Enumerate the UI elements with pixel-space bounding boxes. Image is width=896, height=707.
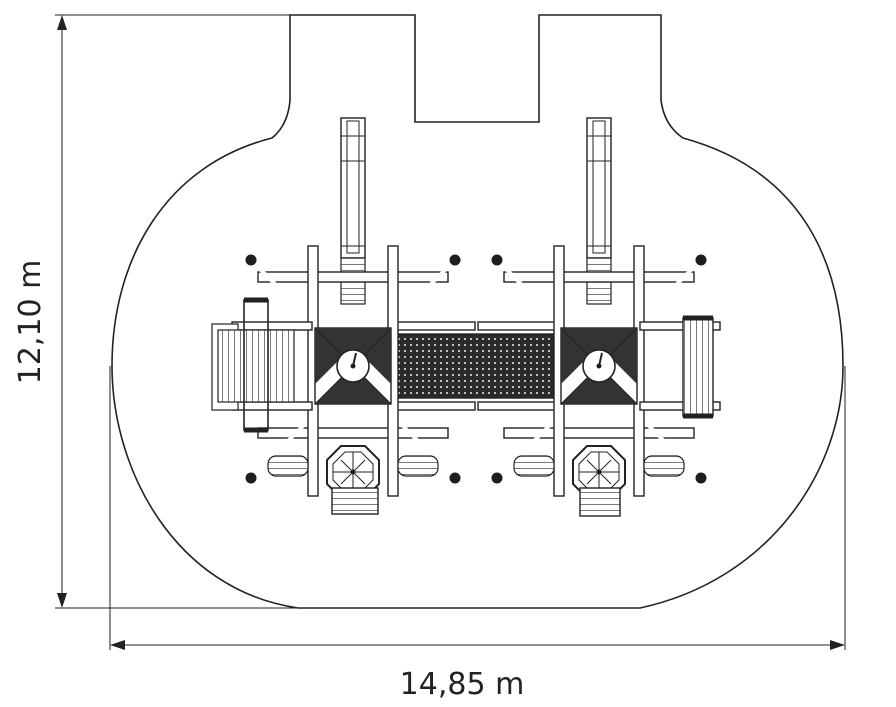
right-climbing-ladder	[639, 315, 721, 419]
left-bottom-steps	[331, 487, 379, 515]
width-label: 14,85 m	[400, 667, 525, 702]
right-bottom-steps	[579, 487, 621, 517]
width-dimension	[109, 366, 846, 650]
height-label: 12,10 m	[13, 260, 48, 385]
left-climbing-net	[211, 297, 313, 433]
height-dimension	[55, 14, 298, 609]
net-bridge	[372, 321, 580, 411]
left-play-tower	[244, 116, 462, 500]
safety-zone-outline	[111, 14, 844, 609]
right-play-tower	[490, 116, 708, 500]
